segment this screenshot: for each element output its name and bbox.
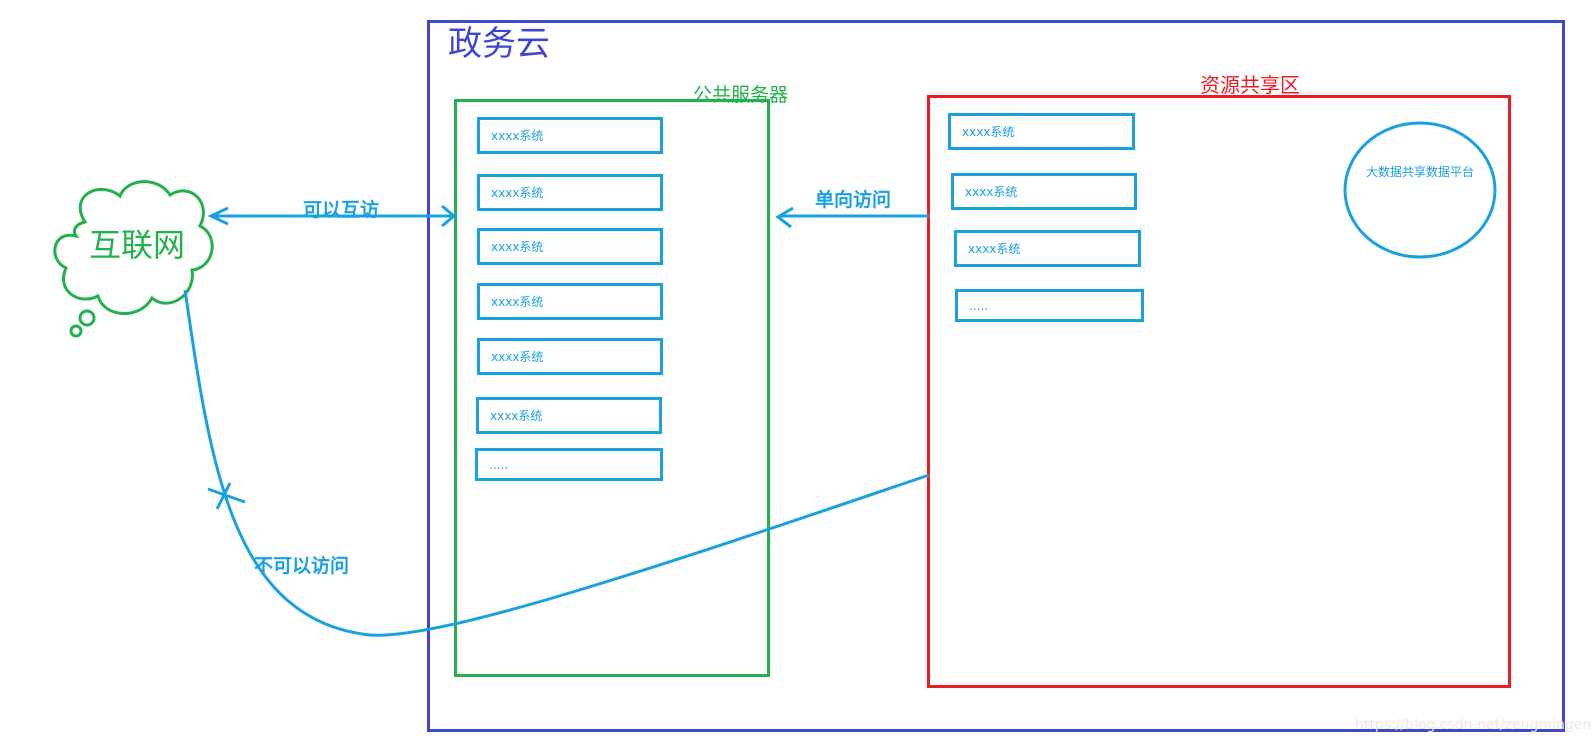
blocked-access-curve (183, 289, 930, 637)
public-servers-zone (454, 99, 770, 677)
watermark: https://blog.csdn.net/zengmingen (1355, 717, 1592, 733)
public-system-5: xxxx系统 (477, 338, 663, 375)
mutual-access-arrow (207, 204, 457, 228)
public-servers-title: 公共服务器 (693, 84, 789, 106)
resource-system-3: xxxx系统 (954, 230, 1141, 267)
public-system-3: xxxx系统 (477, 228, 663, 265)
public-system-more: ..... (475, 448, 663, 481)
blocked-access-label: 不可以访问 (254, 555, 350, 577)
resource-sharing-zone (927, 95, 1511, 688)
cloud-bubble-small-icon (69, 324, 83, 338)
internet-cloud-icon (53, 180, 214, 315)
public-system-2: xxxx系统 (477, 174, 663, 211)
oneway-access-arrow (775, 206, 929, 229)
internet-label: 互联网 (89, 226, 186, 264)
oneway-access-label: 单向访问 (815, 189, 892, 211)
mutual-access-label: 可以互访 (303, 199, 380, 221)
public-system-4: xxxx系统 (477, 283, 663, 320)
resource-sharing-title: 资源共享区 (1200, 73, 1300, 97)
public-system-6: xxxx系统 (476, 397, 662, 434)
cloud-bubble-icon (78, 309, 96, 327)
resource-system-more: ..... (955, 289, 1144, 322)
resource-system-1: xxxx系统 (948, 113, 1135, 150)
big-data-platform-label: 大数据共享数据平台 (1365, 165, 1474, 179)
blocked-cross-icon (207, 482, 246, 510)
gov-cloud-frame (427, 20, 1565, 732)
gov-cloud-title: 政务云 (448, 24, 550, 64)
public-system-1: xxxx系统 (477, 117, 663, 154)
big-data-platform-circle (1343, 121, 1497, 259)
resource-system-2: xxxx系统 (951, 173, 1137, 210)
